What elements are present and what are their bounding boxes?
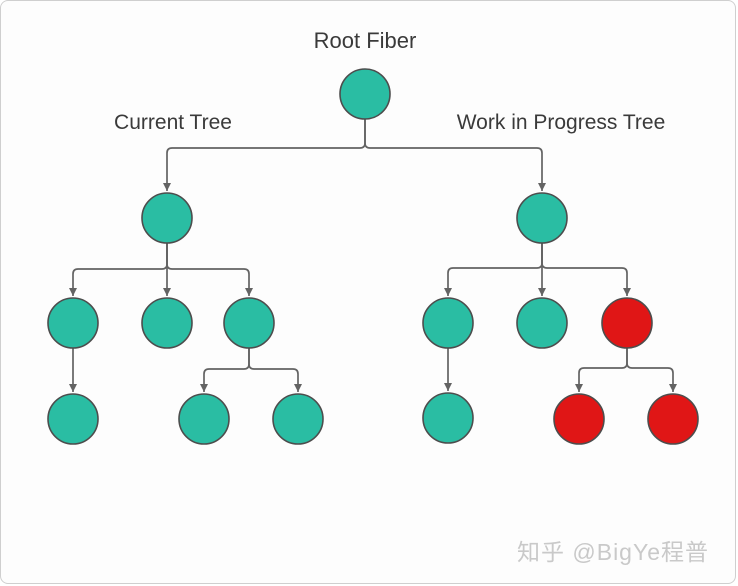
connector-current-child-3-to-current-grandchild-3 — [248, 348, 302, 392]
node-root-fiber — [339, 68, 391, 120]
connector-wip-root-to-wip-child-1 — [444, 243, 543, 296]
connector-wip-child-3-to-wip-grandchild-3 — [626, 348, 677, 392]
node-wip-grandchild-1 — [422, 392, 474, 444]
node-wip-grandchild-2 — [553, 393, 605, 445]
node-wip-root — [516, 192, 568, 244]
node-current-child-2 — [141, 297, 193, 349]
connector-wip-root-to-wip-child-3 — [541, 243, 631, 296]
node-wip-child-2 — [516, 297, 568, 349]
zhihu-watermark: 知乎 @BigYe程普 — [516, 539, 709, 565]
work-in-progress-tree-label: Work in Progress Tree — [456, 111, 666, 134]
node-current-grandchild-3 — [272, 393, 324, 445]
connector-wip-child-3-to-wip-grandchild-2 — [575, 348, 628, 392]
fiber-nodes — [47, 68, 699, 445]
connector-current-root-to-current-child-3 — [166, 243, 253, 296]
connector-current-child-3-to-current-grandchild-2 — [200, 348, 250, 392]
node-current-root — [141, 192, 193, 244]
node-current-child-1 — [47, 297, 99, 349]
node-current-grandchild-1 — [47, 393, 99, 445]
node-wip-grandchild-3 — [647, 393, 699, 445]
node-wip-child-1 — [422, 297, 474, 349]
node-current-grandchild-2 — [178, 393, 230, 445]
connector-root-fiber-to-wip-root — [364, 119, 546, 191]
node-wip-child-3 — [601, 297, 653, 349]
connector-lines — [69, 119, 677, 392]
connector-current-root-to-current-child-1 — [69, 243, 168, 296]
root-fiber-label: Root Fiber — [313, 28, 417, 53]
current-tree-label: Current Tree — [114, 111, 232, 134]
node-current-child-3 — [223, 297, 275, 349]
